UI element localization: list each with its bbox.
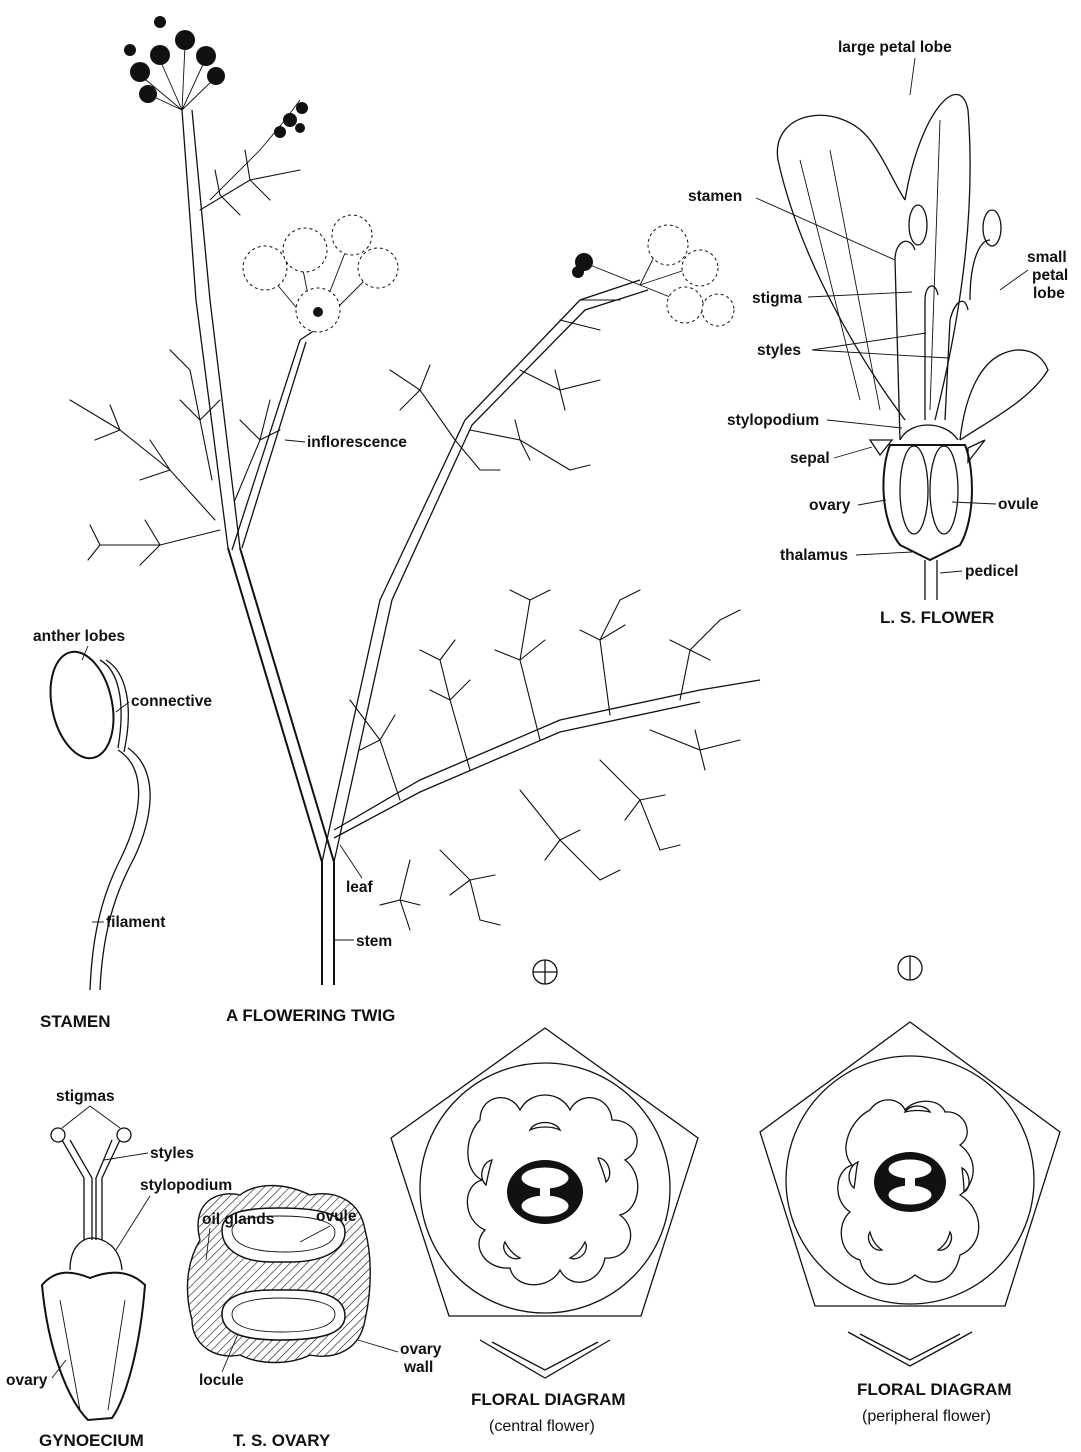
small-petal-lobe	[960, 350, 1048, 440]
umbel-top	[124, 16, 225, 110]
caption-stamen: STAMEN	[40, 1012, 111, 1031]
label-connective: connective	[131, 693, 212, 710]
ls-stylopodium	[900, 425, 958, 440]
label-large-petal-lobe: large petal lobe	[838, 39, 952, 56]
subcaption-central-flower: (central flower)	[489, 1418, 595, 1435]
gynoecium-peripheral	[874, 1152, 946, 1212]
floral-diagram-central: FLORAL DIAGRAM	[391, 960, 698, 1378]
stamen-labels: anther lobes connective filament STAMEN	[33, 628, 212, 1031]
label-oil-glands: oil glands	[202, 1211, 274, 1228]
label-stem: stem	[356, 933, 392, 950]
label-thalamus: thalamus	[780, 547, 848, 564]
label-leaf: leaf	[346, 879, 374, 896]
label-stigmas: stigmas	[56, 1088, 115, 1105]
caption-ts-ovary: T. S. OVARY	[233, 1431, 331, 1450]
label-locule: locule	[199, 1372, 244, 1389]
zygomorphic-symbol	[898, 956, 922, 980]
dissected-leaf-lower	[350, 590, 740, 930]
label-small: small	[1027, 249, 1067, 266]
ls-flower-labels: large petal lobe stamen small petal lobe…	[688, 39, 1068, 627]
umbel-white-center	[243, 215, 398, 332]
large-petal-lobe	[777, 115, 905, 420]
gyn-ovary-body	[42, 1273, 145, 1420]
floral-diagram-captions: FLORAL DIAGRAM (central flower) FLORAL D…	[471, 1380, 1012, 1435]
gynoecium-central	[507, 1160, 583, 1224]
actinomorphic-symbol	[533, 960, 557, 984]
gyn-styles	[62, 1140, 120, 1240]
inflorescence-stalk	[232, 330, 315, 550]
label-ls-styles: styles	[757, 342, 801, 359]
label-lobe: lobe	[1033, 285, 1065, 302]
umbel-bud-small	[210, 100, 308, 200]
main-stem	[228, 548, 334, 985]
label-filament: filament	[106, 914, 165, 931]
label-pedicel: pedicel	[965, 563, 1018, 580]
label-ts-ovule: ovule	[316, 1208, 357, 1225]
label-sepal: sepal	[790, 450, 830, 467]
label-wall: wall	[403, 1359, 433, 1376]
caption-floral-diagram-peripheral: FLORAL DIAGRAM	[857, 1380, 1012, 1399]
floral-diagram-peripheral	[760, 956, 1060, 1366]
ls-flower-drawing	[777, 94, 1048, 600]
label-ts-ovary: ovary	[400, 1341, 442, 1358]
ls-stamen-right	[970, 240, 990, 300]
label-ls-ovary: ovary	[809, 497, 851, 514]
label-petal: petal	[1032, 267, 1068, 284]
twig-labels: inflorescence leaf stem A FLOWERING TWIG	[226, 434, 407, 1025]
label-ls-stylopodium: stylopodium	[727, 412, 819, 429]
ts-locule-lower	[222, 1290, 345, 1340]
gynoecium-drawing	[42, 1128, 145, 1420]
leaf-petiole	[334, 680, 760, 838]
umbel-white-right	[572, 225, 734, 326]
bract-central	[480, 1340, 610, 1378]
label-ovule: ovule	[998, 496, 1039, 513]
label-inflorescence: inflorescence	[307, 434, 407, 451]
gyn-stigma-left	[51, 1128, 65, 1142]
bract-peripheral	[848, 1332, 972, 1366]
caption-gynoecium: GYNOECIUM	[39, 1431, 144, 1450]
label-ls-stamen: stamen	[688, 188, 742, 205]
caption-flowering-twig: A FLOWERING TWIG	[226, 1006, 395, 1025]
pedicel	[925, 560, 937, 600]
gyn-stigma-right	[117, 1128, 131, 1142]
label-stigma: stigma	[752, 290, 802, 307]
label-gyn-ovary: ovary	[6, 1372, 48, 1389]
caption-floral-diagram-central: FLORAL DIAGRAM	[471, 1390, 626, 1409]
subcaption-peripheral-flower: (peripheral flower)	[862, 1408, 991, 1425]
label-gyn-stylopodium: stylopodium	[140, 1177, 232, 1194]
gyn-stylopodium	[70, 1238, 122, 1270]
label-anther-lobes: anther lobes	[33, 628, 125, 645]
filament-stalk	[90, 748, 150, 990]
label-gyn-styles: styles	[150, 1145, 194, 1162]
flowering-twig-drawing	[70, 16, 760, 985]
caption-ls-flower: L. S. FLOWER	[880, 608, 994, 627]
sepal-right	[968, 440, 985, 462]
